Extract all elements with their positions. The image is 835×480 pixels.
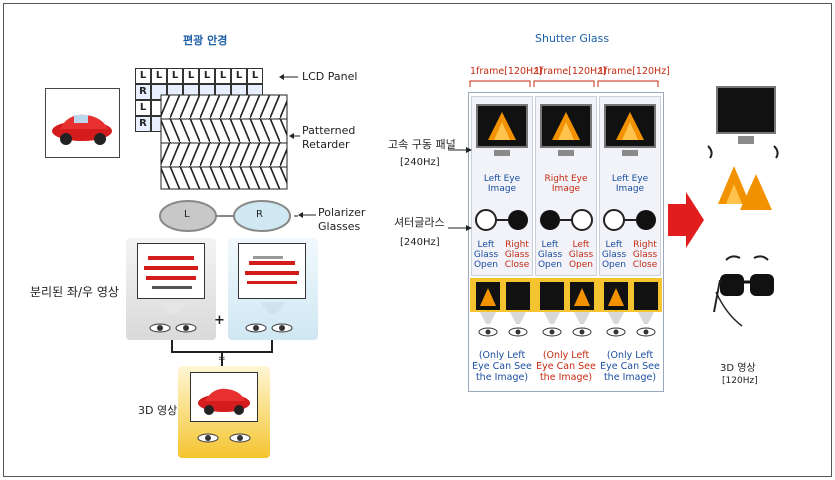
see-label: (Only Left Eye Can See the Image) <box>600 350 660 383</box>
monitor-stand <box>738 136 754 144</box>
merge-bracket <box>171 340 273 366</box>
fast-panel-label: 고속 구동 패널 <box>388 138 456 151</box>
result-monitor-icon <box>716 86 776 134</box>
pointer-arrows <box>279 74 300 139</box>
orange-slice-icon <box>616 112 644 140</box>
eye-views-row <box>476 282 658 337</box>
left-title: 편광 안경 <box>183 34 228 47</box>
right-title: Shutter Glass <box>535 32 610 45</box>
car-thumbnail <box>45 88 120 158</box>
shutter-hz: [240Hz] <box>400 237 440 248</box>
see-label: (Only Left Eye Can See the Image) <box>536 350 596 383</box>
panel-cell: R <box>135 84 151 100</box>
panel-cell: L <box>151 68 167 84</box>
shutter-arrow <box>448 225 472 231</box>
panel-cell: R <box>135 116 151 132</box>
glass-state-right: Right Glass Close <box>632 240 658 270</box>
polarizer-glasses-icon <box>159 200 298 232</box>
monitor-icon <box>476 104 528 148</box>
panel-cell: L <box>215 68 231 84</box>
striped-car-icon <box>144 256 198 289</box>
monitor-icon <box>604 104 656 148</box>
shutter-glasses-icon <box>713 255 774 327</box>
polarizer-label-1: Polarizer <box>318 206 366 219</box>
separated-label: 분리된 좌/우 영상 <box>30 285 119 299</box>
popout-orange-icon <box>718 166 772 210</box>
panel-cell: L <box>183 68 199 84</box>
panel-cell: L <box>135 100 151 116</box>
frame-label: 1frame[120Hz] <box>534 66 606 77</box>
glass-state-right: Left Glass Open <box>568 240 594 270</box>
red-arrow-icon <box>668 192 704 248</box>
striped-car-icon <box>245 256 299 284</box>
result-right-label: 3D 영상 <box>720 363 756 374</box>
frame-label: 1frame[120Hz] <box>470 66 542 77</box>
image-label: Left Eye Image <box>611 174 649 194</box>
lens-left-label: L <box>184 209 190 220</box>
orange-slice-icon <box>488 112 516 140</box>
figure-frame <box>3 3 832 477</box>
monitor-stand <box>622 150 638 156</box>
lcd-panel-label: LCD Panel <box>302 70 358 83</box>
monitor-stand <box>558 150 574 156</box>
result-right-hz: [120Hz] <box>722 376 758 386</box>
timeline-frame <box>468 92 664 392</box>
plus-sign: + <box>214 313 225 328</box>
glass-state-left: Left Glass Open <box>537 240 563 270</box>
polarizer-label-2: Glasses <box>318 220 361 233</box>
red-car-icon <box>198 388 250 415</box>
right-half-image <box>238 243 306 299</box>
equals-sign: = <box>218 354 226 364</box>
frame-label: 1frame[120Hz] <box>598 66 670 77</box>
see-label: (Only Left Eye Can See the Image) <box>472 350 532 383</box>
vibration-icon <box>707 145 779 159</box>
glass-state-right: Right Glass Close <box>504 240 530 270</box>
patterned-retarder <box>160 94 288 190</box>
lens-right-label: R <box>256 209 263 220</box>
fast-panel-hz: [240Hz] <box>400 157 440 168</box>
eyes-pair-icon <box>149 302 293 333</box>
panel-cell: L <box>247 68 263 84</box>
eyes-icon <box>197 433 251 443</box>
view-band <box>470 278 662 312</box>
panel-cell: L <box>199 68 215 84</box>
panel-cell: L <box>231 68 247 84</box>
glass-state-left: Left Glass Open <box>473 240 499 270</box>
result-image <box>190 372 258 422</box>
monitor-stand <box>494 150 510 156</box>
image-label: Left Eye Image <box>483 174 521 194</box>
image-label: Right Eye Image <box>544 174 588 194</box>
glass-state-left: Left Glass Open <box>601 240 627 270</box>
result-label: 3D 영상 <box>138 404 178 417</box>
retarder-label-1: Patterned <box>302 124 356 137</box>
frame-brackets <box>469 80 659 87</box>
shutter-glasses-row <box>475 209 656 231</box>
orange-slice-icon <box>552 112 580 140</box>
retarder-label-2: Retarder <box>302 138 350 151</box>
shutter-label: 셔터글라스 <box>394 216 445 229</box>
polarizer-arrow <box>298 212 316 218</box>
panel-cell: L <box>135 68 151 84</box>
panel-cell: L <box>167 68 183 84</box>
red-car-icon <box>52 114 112 145</box>
left-half-image <box>137 243 205 299</box>
panel-arrow <box>448 147 472 153</box>
monitor-icon <box>540 104 592 148</box>
